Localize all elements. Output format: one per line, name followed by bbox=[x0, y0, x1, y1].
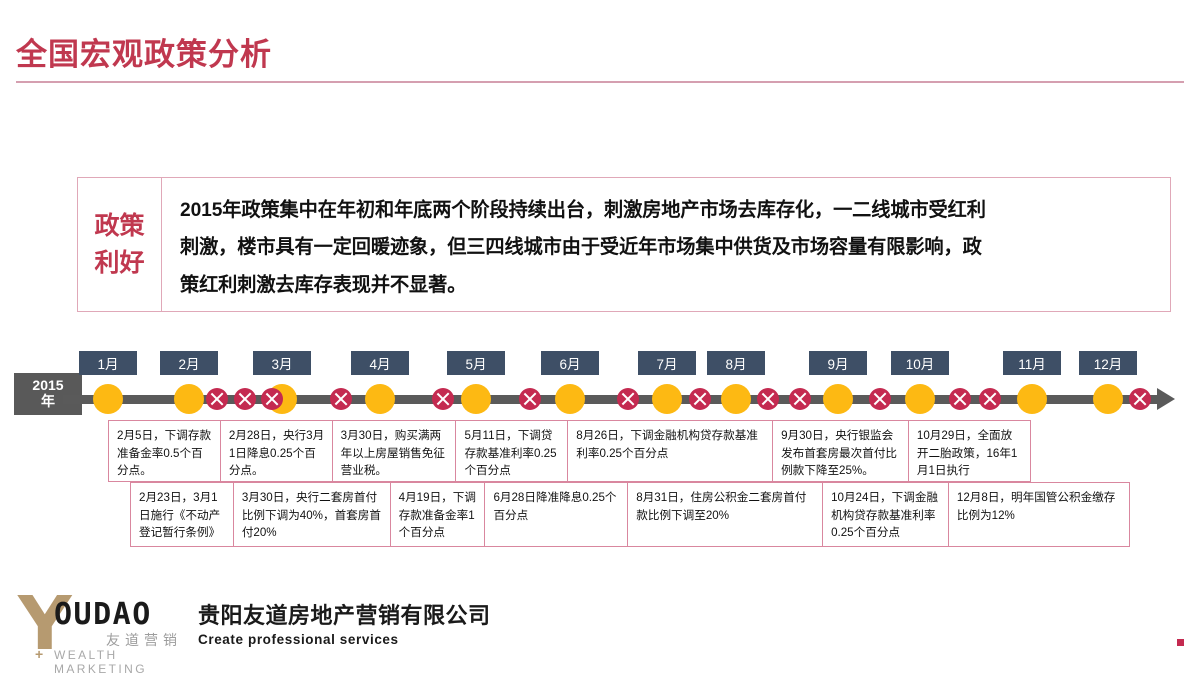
timeline-month-dot bbox=[721, 384, 751, 414]
policy-note-box: 4月19日，下调存款准备金率1个百分点 bbox=[389, 482, 486, 547]
timeline-month-tag: 5月 bbox=[447, 351, 505, 375]
year-badge-unit: 年 bbox=[41, 393, 55, 409]
policy-note-box: 10月24日，下调金融机构贷存款基准利率0.25个百分点 bbox=[822, 482, 950, 547]
company-name-chinese: 贵阳友道房地产营销有限公司 bbox=[198, 603, 491, 628]
timeline-x-marker-icon bbox=[757, 388, 779, 410]
callout-body-text: 2015年政策集中在年初和年底两个阶段持续出台，刺激房地产市场去库存化，一二线城… bbox=[162, 178, 1170, 311]
callout-paragraph-line-1: 2015年政策集中在年初和年底两个阶段持续出台，刺激房地产市场去库存化，一二线城… bbox=[180, 200, 986, 221]
footer-accent-square bbox=[1177, 639, 1184, 646]
callout-label-line-2: 利好 bbox=[94, 248, 145, 277]
timeline-month-tag: 1月 bbox=[79, 351, 137, 375]
policy-note-box: 2月28日，央行3月1日降息0.25个百分点。 bbox=[219, 420, 333, 482]
callout-label: 政策 利好 bbox=[78, 178, 162, 311]
policy-note-box: 3月30日，购买满两年以上房屋销售免征营业税。 bbox=[331, 420, 457, 482]
timeline-x-marker-icon bbox=[206, 388, 228, 410]
policy-note-box: 9月30日，央行银监会发布首套房最次首付比例款下降至25%。 bbox=[772, 420, 910, 482]
timeline-x-marker-icon bbox=[261, 388, 283, 410]
timeline-month-tag: 10月 bbox=[891, 351, 949, 375]
policy-timeline: 2015 年 1月 2月 3月 4月 5月 6月 7月 8月 9月 10月 11月 12月 bbox=[0, 351, 1200, 415]
callout-paragraph-line-2: 刺激，楼市具有一定回暖迹象，但三四线城市由于受近年市场集中供货及市场容量有限影响… bbox=[180, 237, 982, 259]
timeline-month-dot bbox=[174, 384, 204, 414]
timeline-month-tag: 9月 bbox=[809, 351, 867, 375]
policy-callout-box: 政策 利好 2015年政策集中在年初和年底两个阶段持续出台，刺激房地产市场去库存… bbox=[77, 177, 1171, 312]
timeline-month-tag: 6月 bbox=[541, 351, 599, 375]
youdao-logo: Y OUDAO 友道营销 WEALTH MARKETING + bbox=[18, 587, 190, 676]
policy-note-box: 2月5日，下调存款准备金率0.5个百分点。 bbox=[108, 420, 221, 482]
title-block: 全国宏观政策分析 bbox=[0, 37, 1200, 84]
timeline-x-marker-icon bbox=[519, 388, 541, 410]
policy-note-box: 5月11日，下调贷存款基准利率0.25个百分点 bbox=[455, 420, 569, 482]
timeline-year-badge: 2015 年 bbox=[14, 373, 82, 415]
policy-note-box: 3月30日，央行二套房首付比例下调为40%，首套房首付20% bbox=[232, 482, 391, 547]
logo-wordmark: OUDAO bbox=[54, 597, 152, 632]
timeline-month-dot bbox=[905, 384, 935, 414]
footer-divider bbox=[186, 598, 188, 656]
logo-english-tagline: WEALTH MARKETING bbox=[54, 648, 147, 676]
timeline-month-dot bbox=[1017, 384, 1047, 414]
timeline-x-marker-icon bbox=[869, 388, 891, 410]
timeline-month-dot bbox=[93, 384, 123, 414]
callout-paragraph-line-3: 策红利刺激去库存表现并不显著。 bbox=[180, 274, 467, 296]
timeline-month-tag: 7月 bbox=[638, 351, 696, 375]
timeline-arrow-icon bbox=[1157, 388, 1175, 410]
timeline-month-tag: 2月 bbox=[160, 351, 218, 375]
timeline-month-dot bbox=[823, 384, 853, 414]
policy-note-box: 2月23日，3月1日施行《不动产登记暂行条例》 bbox=[130, 482, 234, 547]
timeline-month-dot bbox=[555, 384, 585, 414]
timeline-month-tag: 8月 bbox=[707, 351, 765, 375]
policy-note-box: 10月29日，全面放开二胎政策，16年1月1日执行 bbox=[907, 420, 1031, 482]
callout-label-line-1: 政策 bbox=[94, 212, 145, 241]
policy-note-box: 8月31日，住房公积金二套房首付款比例下调至20% bbox=[627, 482, 824, 547]
timeline-x-marker-icon bbox=[979, 388, 1001, 410]
timeline-month-tag: 12月 bbox=[1079, 351, 1137, 375]
timeline-month-dot bbox=[652, 384, 682, 414]
title-underline-divider bbox=[16, 81, 1184, 84]
timeline-track bbox=[63, 395, 1161, 404]
timeline-x-marker-icon bbox=[949, 388, 971, 410]
logo-chinese-tagline: 友道营销 bbox=[106, 632, 182, 648]
timeline-x-marker-icon bbox=[789, 388, 811, 410]
timeline-month-dot bbox=[365, 384, 395, 414]
policy-note-box: 8月26日，下调金融机构贷存款基准利率0.25个百分点 bbox=[567, 420, 774, 482]
timeline-month-tag: 4月 bbox=[351, 351, 409, 375]
page-title: 全国宏观政策分析 bbox=[16, 37, 272, 72]
company-slogan-english: Create professional services bbox=[198, 632, 399, 647]
timeline-x-marker-icon bbox=[1129, 388, 1151, 410]
timeline-x-marker-icon bbox=[234, 388, 256, 410]
timeline-x-marker-icon bbox=[432, 388, 454, 410]
footer: Y OUDAO 友道营销 WEALTH MARKETING + 贵阳友道房地产营… bbox=[0, 587, 1200, 676]
timeline-month-tag: 11月 bbox=[1003, 351, 1061, 375]
timeline-month-tag: 3月 bbox=[253, 351, 311, 375]
timeline-x-marker-icon bbox=[689, 388, 711, 410]
timeline-month-dot bbox=[1093, 384, 1123, 414]
policy-note-box: 6月28日降准降息0.25个百分点 bbox=[484, 482, 629, 547]
year-badge-number: 2015 bbox=[32, 377, 64, 394]
policy-note-row-upper: 2月5日，下调存款准备金率0.5个百分点。2月28日，央行3月1日降息0.25个… bbox=[108, 420, 1031, 482]
policy-note-box: 12月8日，明年国管公积金缴存比例为12% bbox=[947, 482, 1130, 547]
timeline-x-marker-icon bbox=[330, 388, 352, 410]
timeline-month-dot bbox=[461, 384, 491, 414]
logo-plus-icon: + bbox=[35, 646, 44, 662]
timeline-x-marker-icon bbox=[617, 388, 639, 410]
policy-note-row-lower: 2月23日，3月1日施行《不动产登记暂行条例》3月30日，央行二套房首付比例下调… bbox=[130, 482, 1130, 547]
